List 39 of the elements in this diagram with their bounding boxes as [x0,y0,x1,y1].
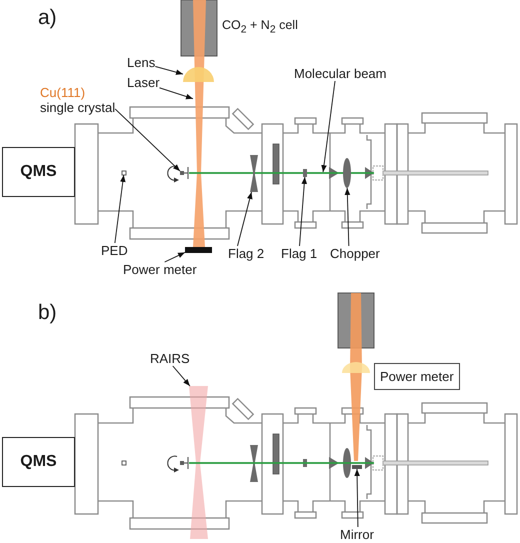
instrument-box: QMS [2,147,75,197]
part-label: PED [101,243,128,258]
bowtie-flag [250,155,258,192]
part-label: Flag 2 [228,246,264,261]
leader-line [172,366,190,386]
flag-plate [303,169,307,177]
ir-beam [189,386,208,539]
part-label: Lens [127,55,156,70]
part-label: RAIRS [150,351,190,366]
part-label: single crystal [40,100,116,115]
detector-square [122,170,126,176]
panel-label: b) [38,300,57,325]
crystal-sample [180,171,184,175]
part-label: Chopper [330,246,380,261]
chopper-disc [343,158,351,188]
power-meter-block [185,247,212,253]
leader-line [237,192,252,246]
leader-line [159,87,194,100]
part-label: Laser [127,75,160,90]
part-label: Flag 1 [281,246,318,261]
part-label: Cu(111) [40,85,86,100]
leader-line [154,66,184,75]
leader-line [344,188,350,246]
leader-line [321,80,336,173]
mirror-plate [352,465,362,469]
part-label: Molecular beam [294,66,386,81]
leader-line [114,174,126,244]
instrument-box: Power meter [374,363,460,390]
gas-cell-label: CO$_{2}$ + N$_{2}$ cell [222,17,298,38]
leader-line [114,108,180,172]
laser-beam [193,0,206,247]
leader-line [164,252,186,262]
part-label: Power meter [123,262,197,277]
instrument-box: QMS [2,437,75,487]
panel-label: a) [38,5,57,30]
lens [183,67,214,82]
leader-line [299,176,308,246]
leader-line [354,468,360,528]
part-label: Mirror [340,527,374,542]
